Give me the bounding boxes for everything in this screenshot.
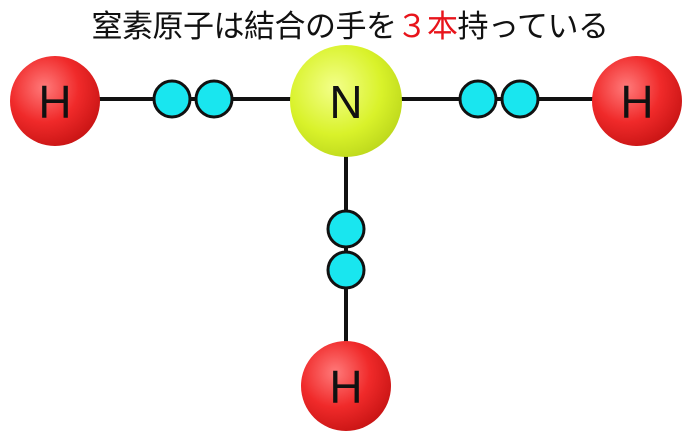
title-text-after: 持っている [457,8,609,45]
electron-right-2 [500,79,540,119]
nitrogen-atom [290,45,402,157]
electron-left-2 [194,79,234,119]
electron-left-1 [152,79,192,119]
hydrogen-symbol-bottom: H [329,361,362,413]
electron-bottom-2 [326,250,366,290]
title-text-before: 窒素原子は結合の手を [91,8,398,45]
title-number-highlight: ３本 [396,8,459,45]
hydrogen-symbol-right: H [620,76,653,128]
electron-bottom-1 [326,209,366,249]
hydrogen-symbol-left: H [38,76,71,128]
diagram-title: 窒素原子は結合の手を ３本 持っている [0,0,700,46]
hydrogen-atom-bottom [301,341,391,431]
electron-right-1 [458,79,498,119]
hydrogen-atom-right [592,56,682,146]
nitrogen-symbol: N [329,76,362,128]
hydrogen-atom-left [10,56,100,146]
